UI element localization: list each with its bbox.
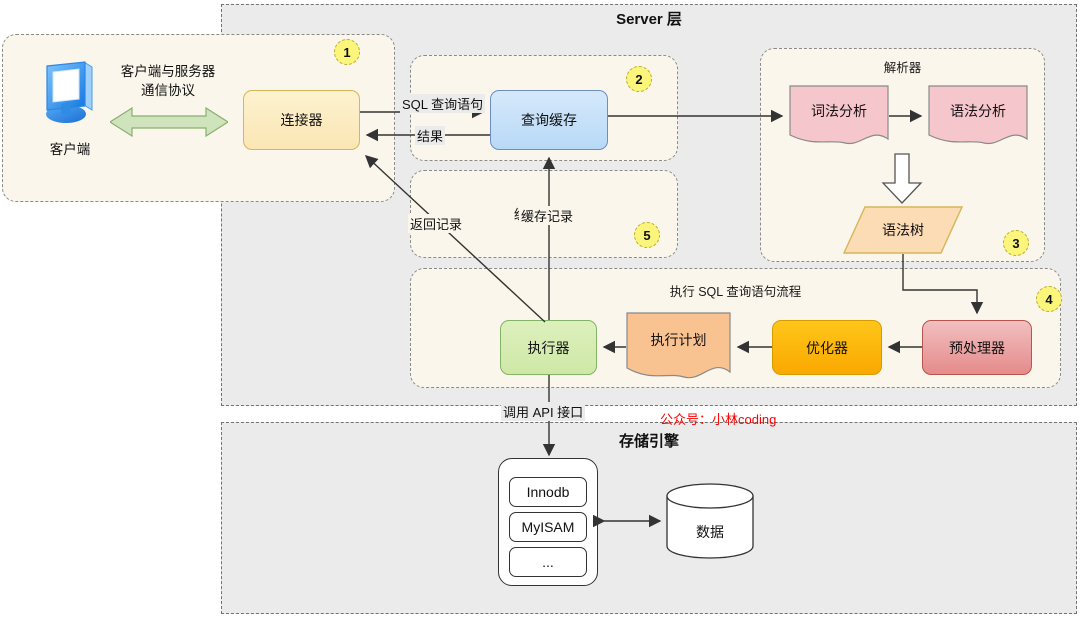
preprocessor-node[interactable]: 预处理器 xyxy=(922,320,1032,375)
badge-3: 3 xyxy=(1003,230,1029,256)
watermark-text: 公众号：小林coding xyxy=(660,412,777,427)
executor-label: 执行器 xyxy=(527,339,570,356)
badge-5: 5 xyxy=(634,222,660,248)
optimizer-node[interactable]: 优化器 xyxy=(772,320,882,375)
lexical-analysis-node[interactable]: 词法分析 xyxy=(789,85,889,147)
syntax-analysis-label: 语法分析 xyxy=(950,103,1006,120)
data-cylinder-label: 数据 xyxy=(696,524,724,540)
data-cylinder-node xyxy=(666,483,754,559)
optimizer-label: 优化器 xyxy=(806,339,848,356)
badge-2: 2 xyxy=(626,66,652,92)
engine-myisam-label: MyISAM xyxy=(521,519,575,535)
executor-node[interactable]: 执行器 xyxy=(500,320,597,375)
server-layer-title: Server 层 xyxy=(616,11,682,28)
protocol-double-arrow-icon xyxy=(108,104,230,140)
client-label: 客户端 xyxy=(49,142,91,157)
monitor-icon xyxy=(38,58,102,130)
execution-plan-node[interactable]: 执行计划 xyxy=(626,312,731,382)
storage-layer-title: 存储引擎 xyxy=(618,433,679,450)
parser-title: 解析器 xyxy=(883,61,922,75)
return-record-edge-label: 返回记录 xyxy=(408,214,465,233)
call-api-edge-label: 调用 API 接口 xyxy=(501,402,586,421)
sql-query-edge-label: SQL 查询语句 xyxy=(400,94,486,113)
protocol-label-line1: 客户端与服务器 xyxy=(120,64,216,79)
execution-plan-label: 执行计划 xyxy=(650,332,707,349)
query-cache-label: 查询缓存 xyxy=(521,112,577,128)
badge-4: 4 xyxy=(1036,286,1062,312)
result-edge-label: 结果 xyxy=(415,126,446,145)
syntax-analysis-node[interactable]: 语法分析 xyxy=(928,85,1028,147)
lexical-analysis-label: 词法分析 xyxy=(811,103,867,120)
syntax-tree-node[interactable]: 语法树 xyxy=(842,206,964,254)
syntax-tree-label: 语法树 xyxy=(882,222,924,238)
engine-more-item[interactable]: ... xyxy=(509,547,587,577)
engine-innodb-label: Innodb xyxy=(526,484,570,500)
connector-label: 连接器 xyxy=(280,112,323,128)
parser-down-arrow-icon xyxy=(880,153,924,205)
engine-innodb-item[interactable]: Innodb xyxy=(509,477,587,507)
connector-node[interactable]: 连接器 xyxy=(243,90,360,150)
badge-1: 1 xyxy=(334,39,360,65)
execute-flow-title: 执行 SQL 查询语句流程 xyxy=(669,285,802,299)
cache-record-edge-label: 缓存记录 xyxy=(519,206,576,225)
engine-myisam-item[interactable]: MyISAM xyxy=(509,512,587,542)
query-cache-node[interactable]: 查询缓存 xyxy=(490,90,608,150)
preprocessor-label: 预处理器 xyxy=(949,339,1005,356)
protocol-label-line2: 通信协议 xyxy=(141,83,195,98)
engine-more-label: ... xyxy=(542,554,554,570)
